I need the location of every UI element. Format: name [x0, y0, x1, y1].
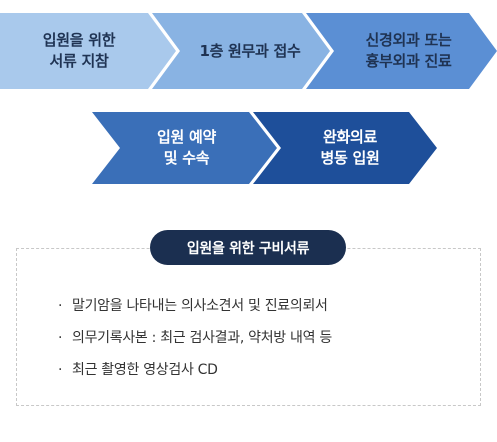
required-documents-title: 입원을 위한 구비서류 [150, 230, 346, 265]
bullet-dot: · [58, 362, 63, 378]
step-arrow-shape [152, 13, 330, 89]
step-label: 입원을 위한 서류 지참 [42, 31, 116, 70]
step-document-preparation: 입원을 위한 서류 지참 [0, 13, 176, 89]
step-label: 입원 예약 및 수속 [157, 128, 216, 167]
list-item: · 최근 촬영한 영상검사 CD [58, 360, 332, 392]
bullet-dot: · [58, 298, 63, 314]
list-item: · 의무기록사본 : 최근 검사결과, 약처방 내역 등 [58, 328, 332, 360]
step-reservation: 입원 예약 및 수속 [92, 112, 277, 184]
step-arrow-shape [0, 13, 176, 89]
step-label: 1층 원무과 접수 [199, 41, 301, 60]
step-reception-desk: 1층 원무과 접수 [152, 13, 330, 89]
step-arrow-shape [306, 13, 497, 89]
step-department-consultation: 신경외과 또는 흉부외과 진료 [306, 13, 497, 89]
step-arrow-shape [253, 112, 437, 184]
document-text: 말기암을 나타내는 의사소견서 및 진료의뢰서 [72, 298, 328, 314]
document-text: 최근 촬영한 영상검사 CD [72, 362, 218, 378]
step-label: 신경외과 또는 흉부외과 진료 [365, 31, 452, 70]
step-arrow-shape [92, 112, 277, 184]
step-palliative-ward-admission: 완화의료 병동 입원 [253, 112, 437, 184]
list-item: · 말기암을 나타내는 의사소견서 및 진료의뢰서 [58, 296, 332, 328]
document-text: 의무기록사본 : 최근 검사결과, 약처방 내역 등 [72, 330, 332, 346]
required-documents-list: · 말기암을 나타내는 의사소견서 및 진료의뢰서 · 의무기록사본 : 최근 … [58, 296, 332, 392]
bullet-dot: · [58, 330, 63, 346]
admission-process-flow: 입원을 위한 서류 지참 1층 원무과 접수 신경외과 또는 흉부외과 진료 입… [0, 0, 497, 200]
step-label: 완화의료 병동 입원 [320, 128, 380, 167]
